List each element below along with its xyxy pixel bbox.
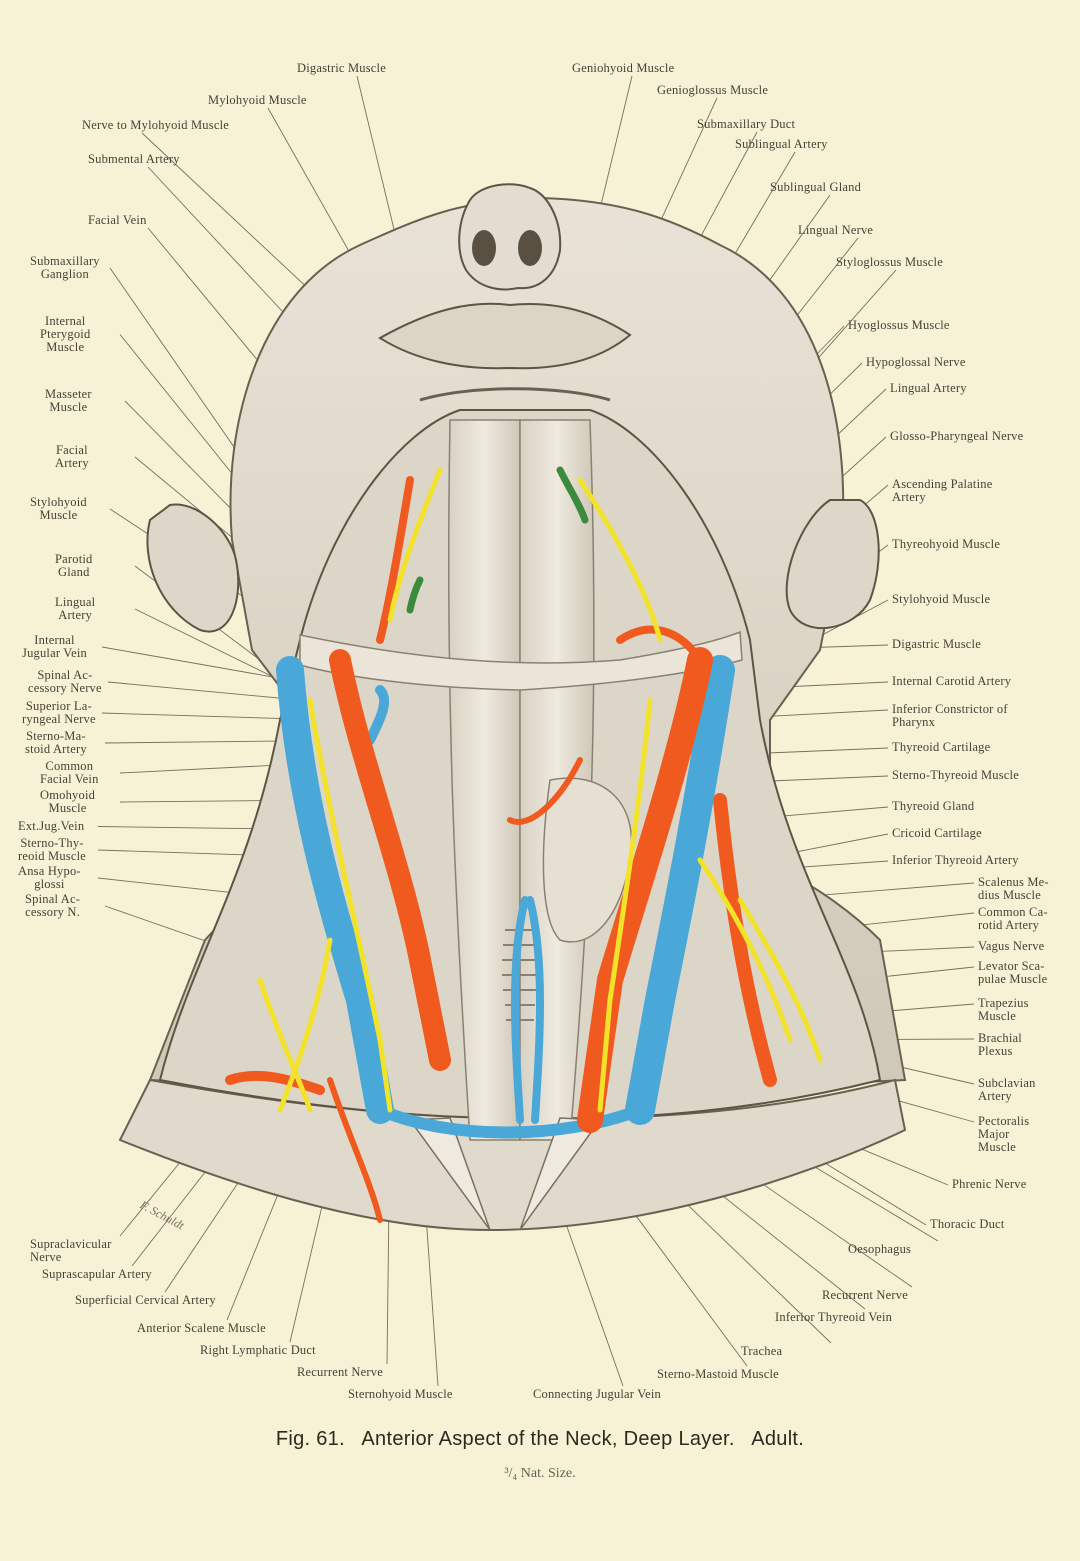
label-spinal-accessory-nerve: Spinal Ac- cessory Nerve [28,668,102,695]
label-omohyoid-muscle: Omohyoid Muscle [40,788,96,815]
label-ansa-hypoglossi: Ansa Hypo- glossi [18,864,81,891]
label-digastric-muscle-top: Digastric Muscle [297,61,386,75]
label-sublingual-artery: Sublingual Artery [735,137,828,151]
label-glosso-pharyngeal-nerve: Glosso-Pharyngeal Nerve [890,429,1024,443]
label-facial-vein: Facial Vein [88,213,147,227]
label-supraclavicular-nerve: Supraclavicular Nerve [30,1237,112,1264]
label-genioglossus-muscle: Genioglossus Muscle [657,83,769,97]
label-facial-artery: Facial Artery [55,443,89,470]
leader-spinal-accessory-nerve [107,681,301,701]
label-vagus-nerve: Vagus Nerve [978,939,1045,953]
figure-number: Fig. 61. [275,1428,345,1450]
label-styloglossus-muscle: Styloglossus Muscle [836,255,943,269]
label-internal-carotid-artery: Internal Carotid Artery [892,674,1012,688]
label-submental-artery: Submental Artery [88,152,180,166]
label-hypoglossal-nerve: Hypoglossal Nerve [866,355,966,369]
label-superior-laryngeal-nerve: Superior La- ryngeal Nerve [22,699,96,726]
label-sterno-mastoid-muscle: Sterno-Mastoid Muscle [657,1367,779,1381]
label-lingual-artery-right: Lingual Artery [890,381,967,395]
figure-caption: Fig. 61. Anterior Aspect of the Neck, De… [0,1428,1080,1451]
label-thyreohyoid-muscle: Thyreohyoid Muscle [892,537,1001,551]
label-superficial-cervical-artery: Superficial Cervical Artery [75,1293,216,1307]
label-trapezius-muscle: Trapezius Muscle [978,996,1029,1023]
label-inferior-constrictor: Inferior Constrictor of Pharynx [892,702,1008,729]
label-anterior-scalene-muscle: Anterior Scalene Muscle [137,1321,266,1335]
label-nerve-to-mylohyoid: Nerve to Mylohyoid Muscle [82,118,229,132]
label-inferior-thyreoid-artery: Inferior Thyreoid Artery [892,853,1019,867]
label-recurrent-nerve-right: Recurrent Nerve [822,1288,908,1302]
label-thyreoid-gland: Thyreoid Gland [892,799,975,813]
ducts [406,466,589,614]
label-submaxillary-ganglion: Submaxillary Ganglion [30,254,100,281]
label-common-facial-vein: Common Facial Vein [40,759,99,786]
label-scalenus-medius: Scalenus Me- dius Muscle [978,875,1049,902]
label-oesophagus: Oesophagus [848,1242,912,1256]
label-stylohyoid-muscle-right: Stylohyoid Muscle [892,592,991,606]
label-sublingual-gland: Sublingual Gland [770,180,862,194]
label-thyreoid-cartilage: Thyreoid Cartilage [892,740,991,754]
label-mylohyoid-muscle: Mylohyoid Muscle [208,93,307,107]
label-inferior-thyreoid-vein: Inferior Thyreoid Vein [775,1310,893,1324]
label-hyoglossus-muscle: Hyoglossus Muscle [848,318,950,332]
label-lingual-nerve: Lingual Nerve [798,223,874,237]
label-digastric-muscle-right: Digastric Muscle [892,637,981,651]
leader-supraclavicular-nerve [119,1149,191,1237]
label-phrenic-nerve: Phrenic Nerve [952,1177,1027,1191]
label-ext-jug-vein: Ext.Jug.Vein [18,819,85,833]
label-sterno-thyreoid-muscle-right: Sterno-Thyreoid Muscle [892,768,1019,782]
label-subclavian-artery: Subclavian Artery [978,1076,1036,1103]
label-pectoralis-major: Pectoralis Major Muscle [978,1114,1030,1154]
label-suprascapular-artery: Suprascapular Artery [42,1267,152,1281]
label-masseter-muscle: Masseter Muscle [45,387,92,414]
label-levator-scapulae: Levator Sca- pulae Muscle [978,959,1048,986]
label-lingual-artery-left: Lingual Artery [55,595,96,622]
label-brachial-plexus: Brachial Plexus [978,1031,1022,1058]
label-submaxillary-duct: Submaxillary Duct [697,117,796,131]
label-cricoid-cartilage: Cricoid Cartilage [892,826,982,840]
label-connecting-jugular-vein: Connecting Jugular Vein [533,1387,661,1401]
label-stylohyoid-muscle-left: Stylohyoid Muscle [30,495,87,522]
label-right-lymphatic-duct: Right Lymphatic Duct [200,1343,316,1357]
label-ascending-palatine-artery: Ascending Palatine Artery [892,477,993,504]
label-geniohyoid-muscle: Geniohyoid Muscle [572,61,675,75]
figure-qualifier: Adult. [751,1428,805,1450]
label-spinal-accessory-n: Spinal Ac- cessory N. [25,892,81,919]
label-parotid-gland: Parotid Gland [55,552,93,579]
veins [276,655,735,1139]
figure-scale: ³/₄ Nat. Size. [504,1466,576,1481]
label-internal-pterygoid: Internal Pterygoid Muscle [40,314,91,354]
label-common-carotid-artery: Common Ca- rotid Artery [978,905,1048,932]
label-trachea: Trachea [741,1344,783,1358]
leader-internal-jugular-vein [101,646,291,681]
figure-title: Anterior Aspect of the Neck, Deep Layer. [361,1428,735,1450]
label-sternohyoid-muscle: Sternohyoid Muscle [348,1387,453,1401]
label-thoracic-duct: Thoracic Duct [930,1217,1005,1231]
label-recurrent-nerve-left: Recurrent Nerve [297,1365,383,1379]
label-sterno-mastoid-artery: Sterno-Ma- stoid Artery [25,729,87,756]
nerves [257,467,823,1113]
label-sterno-thyreoid-muscle-left: Sterno-Thy- reoid Muscle [18,836,87,863]
leader-thoracic-duct [819,1159,927,1226]
label-internal-jugular-vein: Internal Jugular Vein [22,633,88,660]
